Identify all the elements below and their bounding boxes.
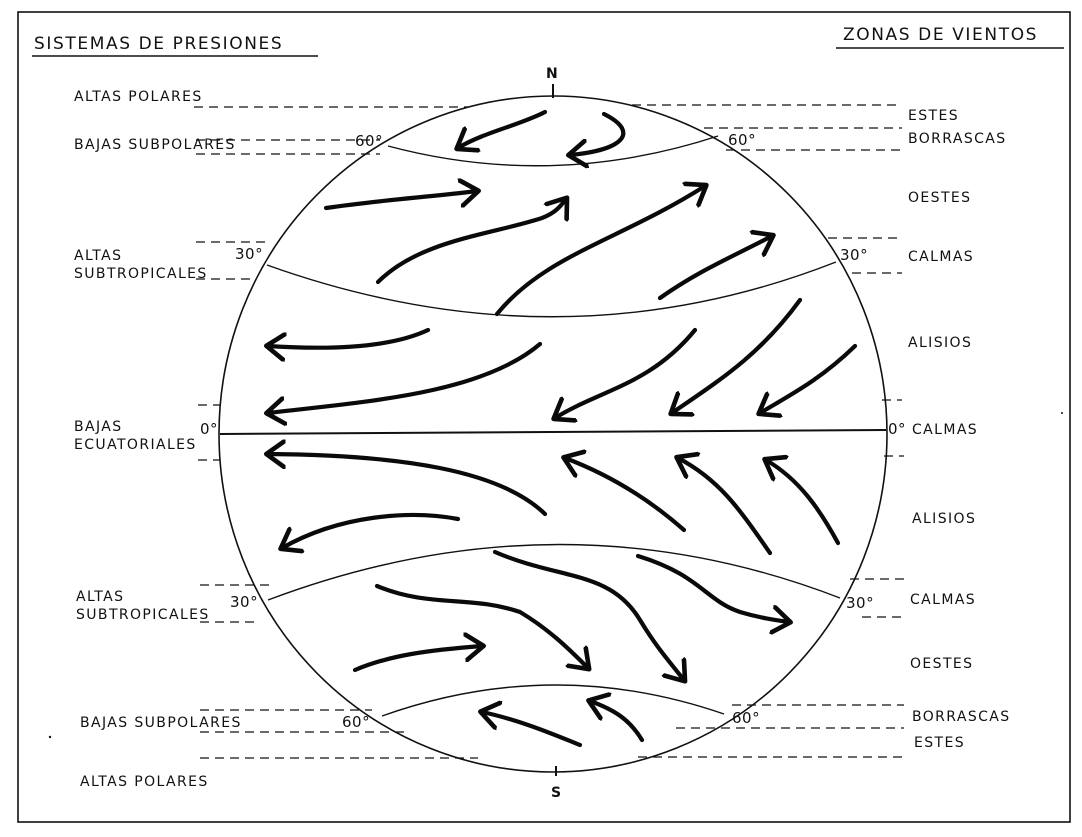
lat-label-n60-right: 60° bbox=[728, 131, 756, 149]
scan-speck-left bbox=[48, 735, 52, 739]
wind-arrow-south-westerly-1 bbox=[374, 583, 588, 668]
wind-arrow-north-trade-3 bbox=[555, 327, 698, 418]
label-equatorial-low-2: ECUATORIALES bbox=[74, 437, 197, 453]
label-north-storms: BORRASCAS bbox=[908, 131, 1007, 147]
latitude-line-s60 bbox=[381, 684, 725, 717]
lat-label-n30-left: 30° bbox=[235, 245, 263, 263]
lat-label-eq-right: 0° bbox=[888, 420, 906, 438]
lat-label-s60-right: 60° bbox=[732, 709, 760, 727]
lat-label-n60-left: 60° bbox=[355, 132, 383, 150]
wind-arrows bbox=[268, 109, 858, 748]
pressure-guide-lines bbox=[194, 106, 478, 759]
pressure-labels: ALTAS POLARES BAJAS SUBPOLARES ALTAS SUB… bbox=[74, 89, 242, 790]
wind-arrow-south-westerly-2 bbox=[492, 549, 684, 680]
label-north-calms: CALMAS bbox=[908, 249, 974, 265]
wind-arrow-north-polar-2 bbox=[570, 111, 626, 155]
wind-arrow-south-trade-3 bbox=[565, 458, 687, 533]
page-frame bbox=[17, 11, 1071, 823]
wind-arrow-north-polar-1 bbox=[458, 109, 548, 148]
label-north-westerlies: OESTES bbox=[908, 190, 971, 206]
label-equatorial-calms: CALMAS bbox=[912, 422, 978, 438]
label-south-calms: CALMAS bbox=[910, 592, 976, 608]
wind-arrow-north-trade-1 bbox=[268, 327, 431, 348]
wind-arrow-north-westerly-4 bbox=[657, 236, 772, 301]
wind-arrow-north-westerly-1 bbox=[323, 191, 477, 211]
header-left-title: SISTEMAS DE PRESIONES bbox=[34, 34, 283, 54]
lat-label-s30-right: 30° bbox=[846, 594, 874, 612]
wind-guide-lines bbox=[632, 104, 904, 758]
scan-speck-right bbox=[1061, 412, 1063, 414]
label-south-subtropical-high-2: SUBTROPICALES bbox=[76, 607, 210, 623]
lat-label-eq-left: 0° bbox=[200, 420, 218, 438]
header-right: ZONAS DE VIENTOS bbox=[836, 25, 1064, 49]
label-south-subpolar-low: BAJAS SUBPOLARES bbox=[80, 715, 242, 731]
wind-arrow-north-westerly-2 bbox=[375, 199, 566, 285]
label-south-subtropical-high-1: ALTAS bbox=[76, 589, 124, 605]
wind-arrow-south-westerly-3 bbox=[635, 553, 789, 622]
equator-line bbox=[219, 429, 887, 435]
label-north-subtropical-high-1: ALTAS bbox=[74, 248, 122, 264]
lat-label-s60-left: 60° bbox=[342, 713, 370, 731]
wind-arrow-north-trade-5 bbox=[760, 343, 858, 413]
south-pole-label: S bbox=[551, 785, 561, 801]
header-right-title: ZONAS DE VIENTOS bbox=[843, 25, 1038, 45]
label-south-polar-high: ALTAS POLARES bbox=[80, 774, 209, 790]
wind-arrow-south-trade-1 bbox=[268, 454, 548, 517]
wind-arrow-south-trade-5 bbox=[766, 460, 841, 546]
header-left: SISTEMAS DE PRESIONES bbox=[32, 34, 318, 57]
wind-arrow-north-trade-4 bbox=[672, 297, 803, 413]
north-pole-label: N bbox=[546, 66, 558, 82]
label-north-subtropical-high-2: SUBTROPICALES bbox=[74, 266, 208, 282]
label-south-storms: BORRASCAS bbox=[912, 709, 1011, 725]
wind-zone-labels: ESTES BORRASCAS OESTES CALMAS ALISIOS CA… bbox=[908, 108, 1011, 751]
label-south-trades: ALISIOS bbox=[912, 511, 976, 527]
wind-arrow-north-westerly-3 bbox=[494, 186, 705, 317]
globe bbox=[218, 84, 888, 776]
latitude-line-s30 bbox=[267, 543, 841, 601]
wind-arrow-south-polar-1 bbox=[482, 712, 583, 748]
wind-arrow-south-polar-2 bbox=[590, 701, 645, 743]
wind-arrow-south-westerly-4 bbox=[352, 646, 482, 673]
wind-arrow-south-trade-4 bbox=[678, 458, 773, 556]
label-north-subpolar-low: BAJAS SUBPOLARES bbox=[74, 137, 236, 153]
wind-arrow-north-trade-2 bbox=[268, 341, 543, 413]
label-north-polar-easterlies: ESTES bbox=[908, 108, 959, 124]
lat-label-n30-right: 30° bbox=[840, 246, 868, 264]
label-south-westerlies: OESTES bbox=[910, 656, 973, 672]
latitude-line-n60 bbox=[387, 135, 719, 167]
label-equatorial-low-1: BAJAS bbox=[74, 419, 123, 435]
latitude-line-n30 bbox=[266, 261, 837, 318]
label-north-trades: ALISIOS bbox=[908, 335, 972, 351]
lat-label-s30-left: 30° bbox=[230, 593, 258, 611]
label-north-polar-high: ALTAS POLARES bbox=[74, 89, 203, 105]
wind-arrow-south-trade-2 bbox=[282, 512, 461, 548]
label-south-polar-easterlies: ESTES bbox=[914, 735, 965, 751]
